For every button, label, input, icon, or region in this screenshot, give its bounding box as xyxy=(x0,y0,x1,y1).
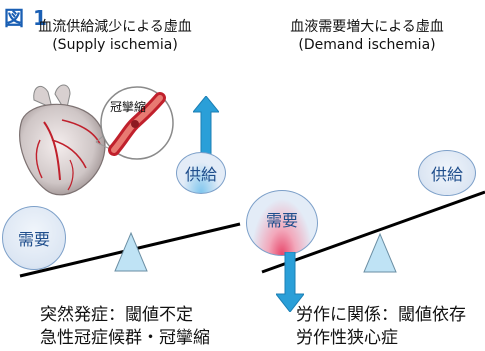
right-heading-jp: 血液需要増大による虚血 xyxy=(290,19,444,35)
right-supply-label: 供給 xyxy=(430,165,463,184)
up-arrow-icon xyxy=(193,96,219,154)
right-balance-beam xyxy=(261,190,485,274)
right-heading-en: (Demand ischemia) xyxy=(298,37,436,53)
left-supply-bubble: 供給 xyxy=(176,152,226,194)
left-demand-bubble: 需要 xyxy=(2,206,66,270)
left-caption-line2: 急性冠症候群・冠攣縮 xyxy=(40,328,210,348)
fulcrum-icon xyxy=(114,231,148,272)
right-caption-line1: 労作に関係：閾値依存 xyxy=(296,305,466,325)
magnifier-callout-icon xyxy=(100,86,174,160)
left-supply-label: 供給 xyxy=(184,165,217,184)
left-caption-line1: 突然発症：閾値不定 xyxy=(40,305,193,325)
heart-icon xyxy=(19,84,129,196)
down-arrow-icon xyxy=(276,252,304,312)
right-demand-label: 需要 xyxy=(265,211,298,230)
vasospasm-callout-label: 冠攣縮 xyxy=(110,100,147,114)
left-heading-en: (Supply ischemia) xyxy=(52,37,178,53)
left-demand-label: 需要 xyxy=(17,230,50,249)
right-demand-bubble: 需要 xyxy=(246,190,318,256)
fulcrum-icon xyxy=(363,232,397,273)
left-heading-jp: 血流供給減少による虚血 xyxy=(38,19,192,35)
figure-label: 図 1 xyxy=(4,6,48,30)
right-caption-line2: 労作性狭心症 xyxy=(296,328,398,348)
right-supply-bubble: 供給 xyxy=(418,150,476,196)
